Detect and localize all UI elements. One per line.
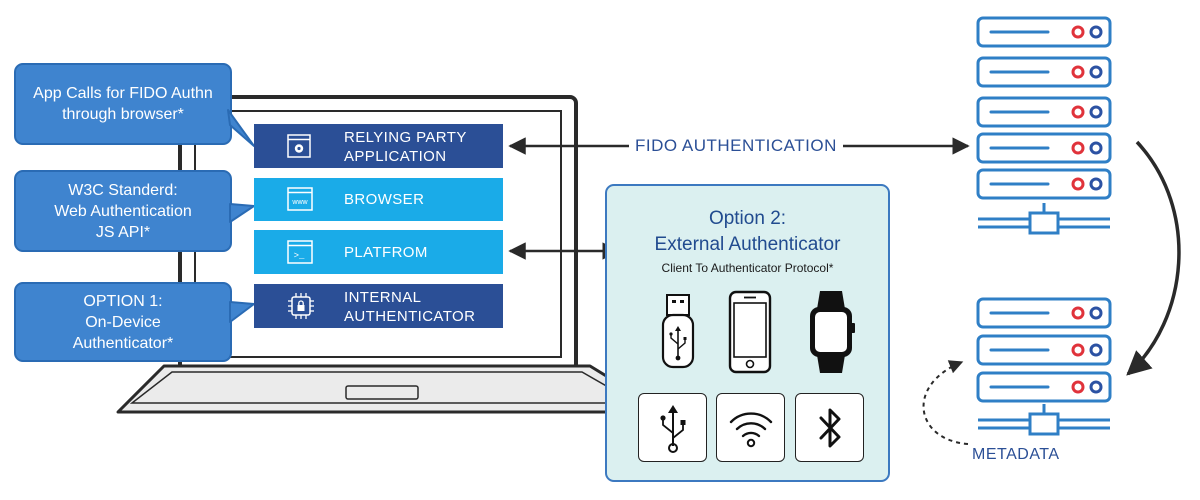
browser-label: BROWSER [344, 191, 425, 208]
option2-title: Option 2: [708, 208, 787, 229]
internal-label-1: INTERNAL [344, 289, 422, 306]
bluetooth-tile [795, 393, 864, 462]
internal-label-2: AUTHENTICATOR [344, 308, 476, 325]
server-led-red [1071, 141, 1085, 155]
platform-label: PLATFROM [344, 244, 428, 261]
internal-authenticator-layer: INTERNAL AUTHENTICATOR [254, 284, 503, 328]
server-led-blue [1089, 141, 1103, 155]
browser-layer: www BROWSER [254, 178, 503, 221]
server-led-red [1071, 177, 1085, 191]
metadata-label: METADATA [972, 446, 1060, 463]
server-led-red [1071, 306, 1085, 320]
secure-chip-icon [288, 293, 314, 319]
relying-party-label-1: RELYING PARTY [344, 129, 467, 146]
server-led-blue [1089, 177, 1103, 191]
browser-icon-text: www [291, 199, 308, 206]
server-led-red [1071, 65, 1085, 79]
server-led-blue [1089, 65, 1103, 79]
relying-party-label-2: APPLICATION [344, 148, 447, 165]
option2-protocol: Client To Authenticator Protocol* [661, 261, 834, 275]
smartwatch-icon [810, 291, 855, 373]
platform-layer: >_ PLATFROM [254, 230, 503, 274]
usb-key-icon [661, 294, 695, 369]
usb-tile [638, 393, 707, 462]
option2-subtitle: External Authenticator [654, 234, 841, 255]
platform-icon-text: >_ [294, 251, 305, 261]
browser-window-icon: www [287, 187, 313, 211]
fido-auth-label: FIDO AUTHENTICATION [629, 136, 843, 156]
bluetooth-icon [819, 408, 840, 447]
server-flow-arrow [1126, 140, 1181, 376]
option2-box: Option 2: External Authenticator Client … [605, 184, 890, 482]
server-led-blue [1089, 380, 1103, 394]
server-led-blue [1089, 343, 1103, 357]
server-led-blue [1089, 105, 1103, 119]
server-led-red [1071, 380, 1085, 394]
smartphone-icon [728, 290, 772, 374]
app-settings-icon [287, 134, 311, 158]
nfc-icon [729, 411, 772, 447]
usb-icon [659, 404, 685, 453]
server-led-red [1071, 25, 1085, 39]
terminal-icon: >_ [287, 240, 313, 264]
server-led-blue [1089, 306, 1103, 320]
relying-party-layer: RELYING PARTY APPLICATION [254, 124, 503, 168]
nfc-tile [716, 393, 785, 462]
server-led-red [1071, 343, 1085, 357]
server-led-blue [1089, 25, 1103, 39]
metadata-arrow [922, 360, 969, 445]
server-led-red [1071, 105, 1085, 119]
